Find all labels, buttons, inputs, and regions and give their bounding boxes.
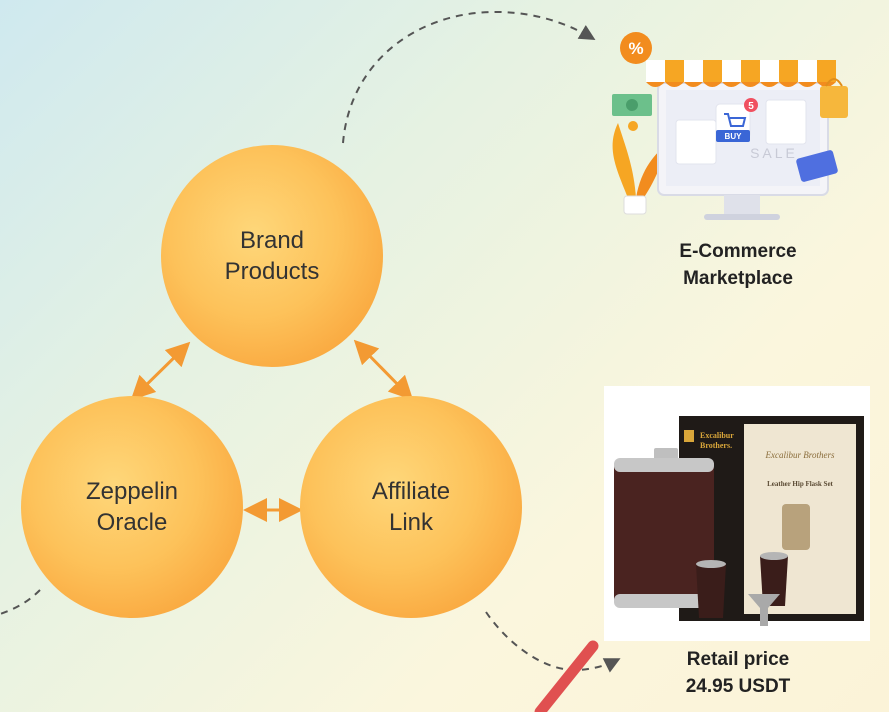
node-affiliate-line1: Affiliate (371, 478, 451, 505)
box-brand-line1: Excalibur (700, 431, 734, 440)
node-brand-line1: Brand (239, 227, 305, 254)
arrow-brand-affiliate (353, 339, 414, 401)
product-photo: Excalibur Brothers. Excalibur Brothers L… (604, 386, 870, 641)
arrow-brand-oracle (130, 341, 191, 401)
cart-count-badge: 5 (748, 101, 754, 112)
flask-set-image: Excalibur Brothers. Excalibur Brothers L… (614, 416, 864, 626)
marketplace-caption-line1: E-Commerce (679, 241, 797, 262)
marketplace-caption: E-Commerce Marketplace (618, 238, 858, 292)
node-affiliate-line2: Link (388, 509, 434, 536)
buy-label: BUY (725, 132, 743, 141)
node-oracle-line2: Oracle (96, 509, 168, 536)
node-oracle-line1: Zeppelin (85, 478, 179, 505)
marketplace-illustration: % 5 BUY SALE (612, 32, 848, 220)
marketplace-caption-line2: Marketplace (683, 268, 793, 289)
pointer-stroke (534, 640, 599, 712)
retail-price-caption: Retail price 24.95 USDT (618, 646, 858, 700)
node-brand-line2: Products (224, 258, 320, 285)
retail-price-line1: Retail price (686, 649, 790, 670)
box-brand-line2: Brothers. (700, 441, 732, 450)
box-script: Excalibur Brothers (765, 450, 835, 460)
percent-badge: % (628, 39, 643, 58)
node-affiliate-link: Affiliate Link (300, 396, 522, 618)
node-brand-products: Brand Products (161, 145, 383, 367)
sale-label: SALE (750, 145, 798, 161)
dashed-path-to-marketplace (342, 10, 596, 144)
retail-price-line2: 24.95 USDT (685, 676, 791, 697)
node-zeppelin-oracle: Zeppelin Oracle (21, 396, 243, 618)
dashed-path-to-product (485, 611, 621, 673)
box-title: Leather Hip Flask Set (767, 480, 833, 488)
dashed-path-from-oracle (0, 589, 41, 615)
